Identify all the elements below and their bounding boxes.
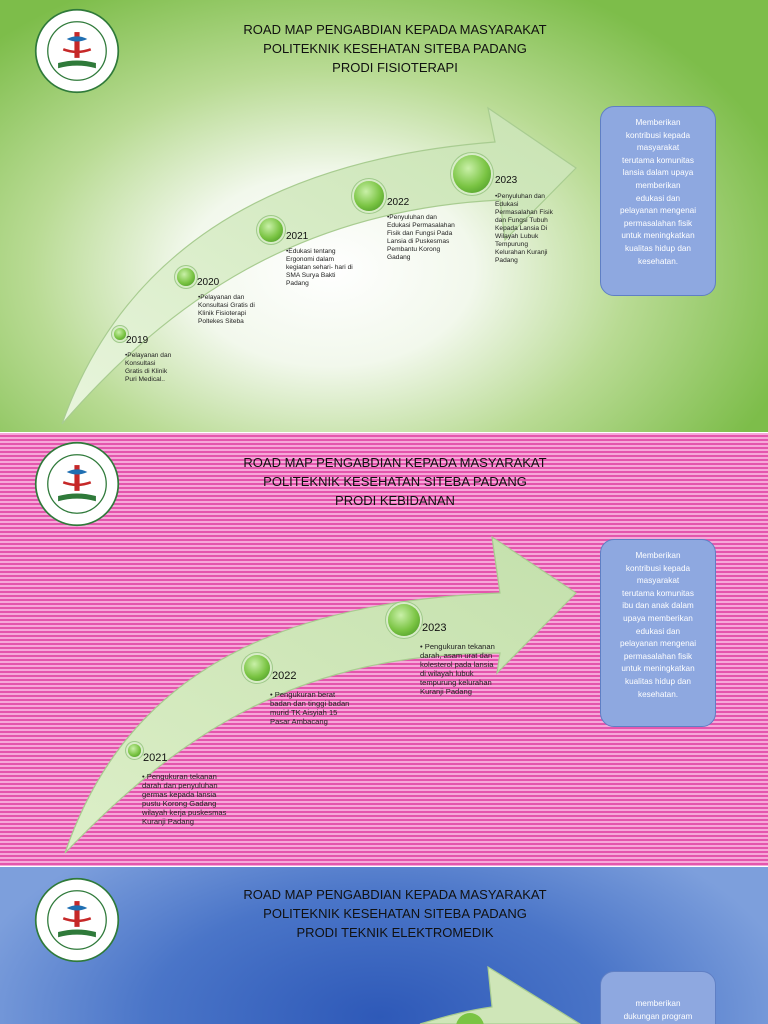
milestone-year: 2021 [143,752,168,764]
program-title: PRODI TEKNIK ELEKTROMEDIK [296,925,494,940]
milestone-desc: •Penyuluhan dan Edukasi Permasalahan Fis… [387,214,455,261]
roadmap-title: ROAD MAP PENGABDIAN KEPADA MASYARAKAT [243,22,547,37]
polteks-logo [34,8,120,94]
roadmap-arrow [64,535,577,854]
milestone-marker [388,604,420,636]
panel-kebidanan: ROAD MAP PENGABDIAN KEPADA MASYARAKAT PO… [0,433,768,866]
milestone-marker [354,181,384,211]
panel-fisioterapi: ROAD MAP PENGABDIAN KEPADA MASYARAKAT PO… [0,0,768,432]
milestone-desc: • Pengukuran tekanan darah, asam urat da… [420,642,495,696]
polteks-logo [34,877,120,963]
milestone-desc: •Pelayanan dan Konsultasi Gratis di Klin… [125,352,172,383]
milestone-year: 2019 [126,335,149,346]
panel-teknik-elektromedik: ROAD MAP PENGABDIAN KEPADA MASYARAKAT PO… [0,867,768,1024]
roadmap-title: ROAD MAP PENGABDIAN KEPADA MASYARAKAT [243,455,547,470]
milestone-desc: •Penyuluhan dan Edukasi Permasalahan Fis… [495,193,553,264]
goal-box: Memberikan kontribusi kepada masyarakat … [600,539,716,727]
milestone-year: 2022 [272,670,297,682]
milestone-year: 2022 [387,197,410,208]
milestone-marker [453,155,491,193]
milestone-desc: •Edukasi tentang Ergonomi dalam kegiatan… [286,248,353,287]
milestone-desc: • Pengukuran berat badan dan tinggi bada… [270,690,350,726]
milestone-marker [177,268,195,286]
milestone-year: 2023 [495,175,518,186]
milestone-marker [114,328,126,340]
institution-title: POLITEKNIK KESEHATAN SITEBA PADANG [263,41,527,56]
milestone-marker [128,744,141,757]
program-title: PRODI KEBIDANAN [335,493,455,508]
milestone-marker [244,655,270,681]
roadmap-arrow [61,106,577,425]
milestone-desc: • Pengukuran tekanan darah dan penyuluha… [142,772,227,826]
program-title: PRODI FISIOTERAPI [332,60,458,75]
milestone-year: 2023 [422,622,447,634]
roadmap-title: ROAD MAP PENGABDIAN KEPADA MASYARAKAT [243,887,547,902]
milestone-marker [259,218,283,242]
polteks-logo [34,441,120,527]
goal-box: Memberikan kontribusi kepada masyarakat … [600,106,716,296]
milestone-desc: •Pelayanan dan Konsultasi Gratis di Klin… [198,294,255,325]
milestone-year: 2020 [197,277,220,288]
institution-title: POLITEKNIK KESEHATAN SITEBA PADANG [263,474,527,489]
institution-title: POLITEKNIK KESEHATAN SITEBA PADANG [263,906,527,921]
milestone-year: 2021 [286,231,309,242]
roadmap-arrow [419,965,582,1024]
goal-box: memberikan dukungan program [600,971,716,1024]
